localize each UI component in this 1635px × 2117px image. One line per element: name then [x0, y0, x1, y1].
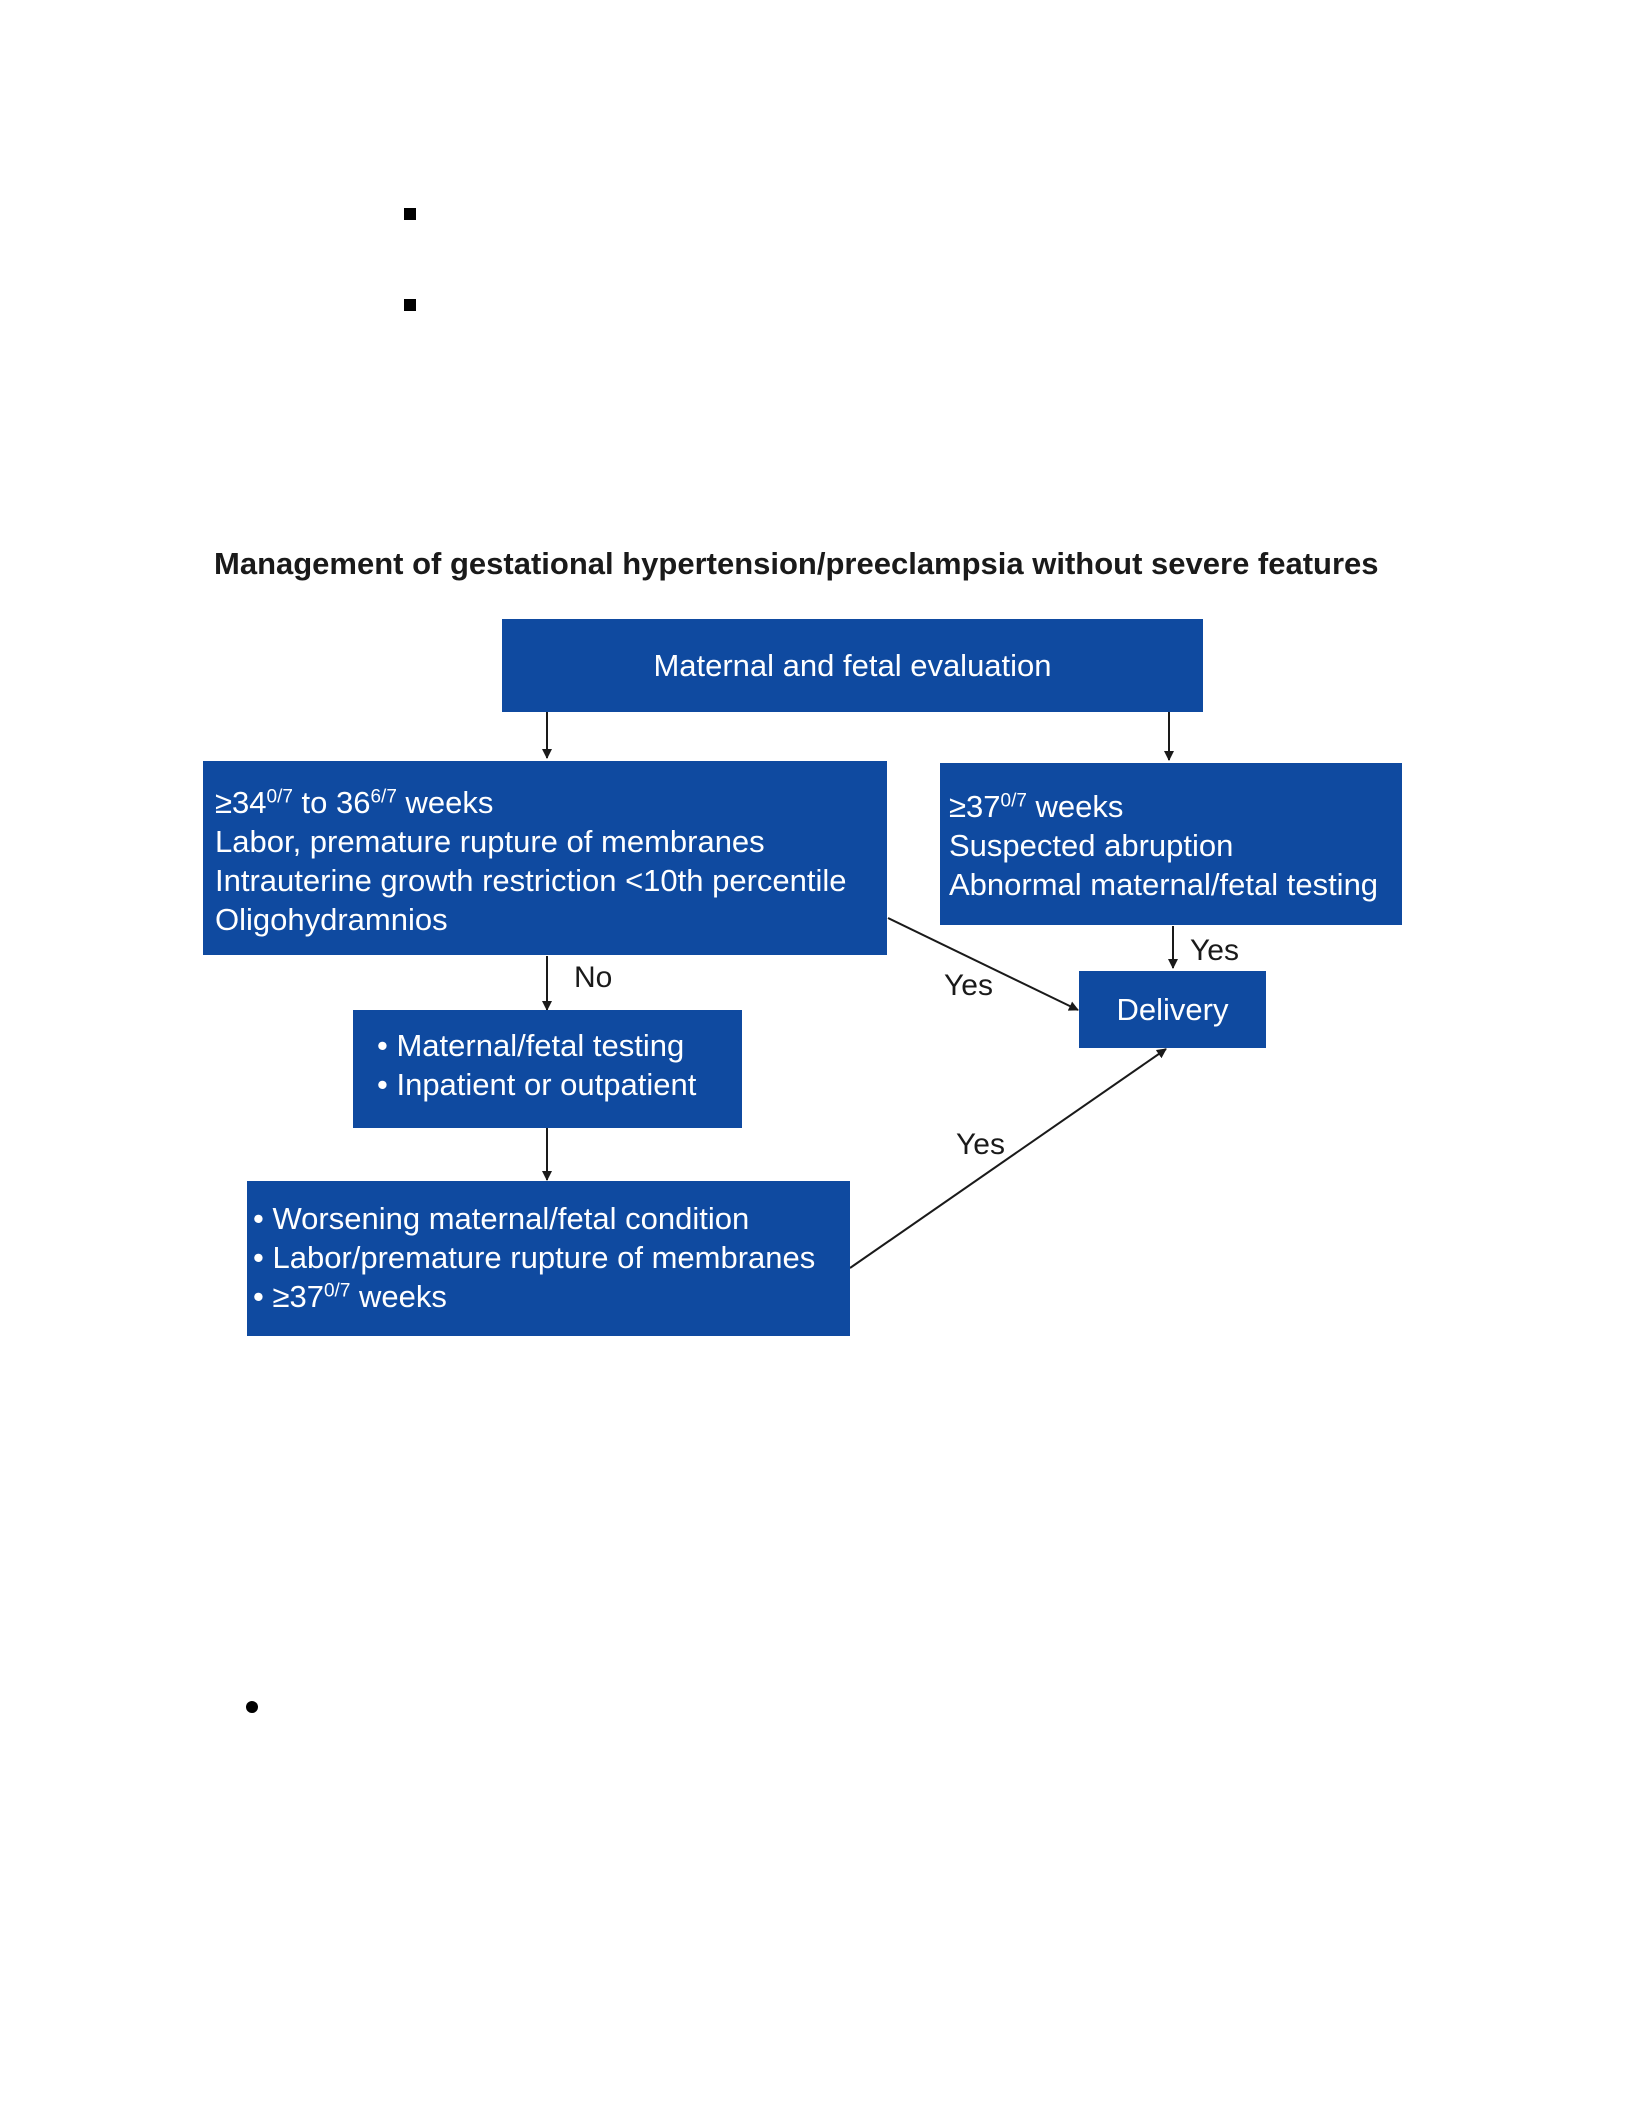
- edge-label-no: No: [574, 961, 613, 994]
- list-bullet-square-2: [404, 299, 416, 311]
- node-delivery-label: Delivery: [1116, 992, 1229, 1027]
- right-criteria-gestational-age: ≥370/7 weeks: [949, 789, 1124, 824]
- node-worsening: • Worsening maternal/fetal condition • L…: [247, 1181, 850, 1336]
- list-bullet-square-1: [404, 208, 416, 220]
- right-criteria-line-2: Suspected abruption: [949, 828, 1234, 863]
- edge-label-yes-right: Yes: [1190, 934, 1239, 967]
- left-criteria-line-2: Labor, premature rupture of membranes: [215, 824, 765, 859]
- edge-label-yes-worsening: Yes: [956, 1128, 1005, 1161]
- worsening-line-1: • Worsening maternal/fetal condition: [253, 1201, 750, 1236]
- left-criteria-gestational-age: ≥340/7 to 366/7 weeks: [215, 785, 494, 820]
- testing-line-2: • Inpatient or outpatient: [377, 1067, 697, 1102]
- arrow-worsening-to-delivery: [849, 1048, 1167, 1269]
- right-criteria-line-3: Abnormal maternal/fetal testing: [949, 867, 1379, 902]
- edge-label-yes-left: Yes: [944, 969, 993, 1002]
- list-bullet-dot: [246, 1701, 258, 1713]
- worsening-line-2: • Labor/premature rupture of membranes: [253, 1240, 816, 1275]
- node-left-criteria: ≥340/7 to 366/7 weeks Labor, premature r…: [203, 761, 887, 955]
- testing-line-1: • Maternal/fetal testing: [377, 1028, 685, 1063]
- node-testing: • Maternal/fetal testing • Inpatient or …: [353, 1010, 742, 1128]
- node-evaluation: Maternal and fetal evaluation: [502, 619, 1203, 712]
- figure-title: Management of gestational hypertension/p…: [214, 546, 1379, 581]
- node-right-criteria: ≥370/7 weeks Suspected abruption Abnorma…: [940, 763, 1402, 925]
- left-criteria-line-3: Intrauterine growth restriction <10th pe…: [215, 863, 847, 898]
- worsening-line-3: • ≥370/7 weeks: [253, 1279, 447, 1314]
- node-evaluation-label: Maternal and fetal evaluation: [653, 648, 1052, 683]
- node-delivery: Delivery: [1079, 971, 1266, 1048]
- left-criteria-line-4: Oligohydramnios: [215, 902, 448, 937]
